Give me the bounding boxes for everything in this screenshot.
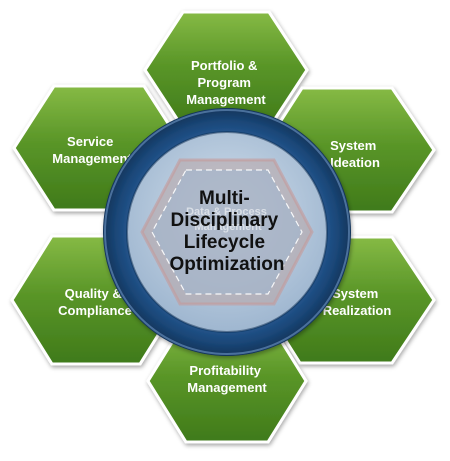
inner-label-line1: Data & Process [186, 206, 267, 218]
center-title-line4: Optimization [169, 254, 284, 275]
svg-text:Data & Process Managemen: Data & Process Management [186, 206, 270, 233]
portfolio-label-line1: Portfolio & [191, 58, 257, 73]
svg-text:Service Management: Service Management [52, 134, 132, 166]
svg-text:Profitability Management: Profitability Management [187, 363, 267, 395]
svg-text:Quality & Compliance: Quality & Compliance [58, 286, 132, 318]
quality-label-line1: Quality & [65, 286, 122, 301]
svg-text:System Realization: System Realization [323, 286, 392, 318]
ideation-label-line2: Ideation [330, 155, 380, 170]
ideation-label-line1: System [330, 138, 376, 153]
svg-text:Portfolio & Program: Portfolio & Program Management [186, 58, 266, 107]
profitability-label-line1: Profitability [189, 363, 261, 378]
inner-label-line2: Management [194, 221, 262, 233]
center-title: Multi- Disciplinary Lifecycle Optimizati… [169, 188, 284, 275]
realization-label-line1: System [332, 286, 378, 301]
quality-label-line2: Compliance [58, 303, 132, 318]
svg-text:System Ideation: System Ideation [330, 138, 380, 170]
realization-label-line2: Realization [323, 303, 392, 318]
profitability-label-line2: Management [187, 380, 267, 395]
center-title-line2: Disciplinary [171, 210, 279, 231]
inner-hexagon: Data & Process Management [140, 158, 314, 306]
portfolio-label-line2: Program [197, 75, 250, 90]
portfolio-label-line3: Management [186, 92, 266, 107]
center-title-line3: Lifecycle [184, 232, 265, 253]
service-label-line2: Management [52, 151, 132, 166]
service-label-line1: Service [67, 134, 113, 149]
center-title-line1: Multi- [199, 188, 250, 209]
